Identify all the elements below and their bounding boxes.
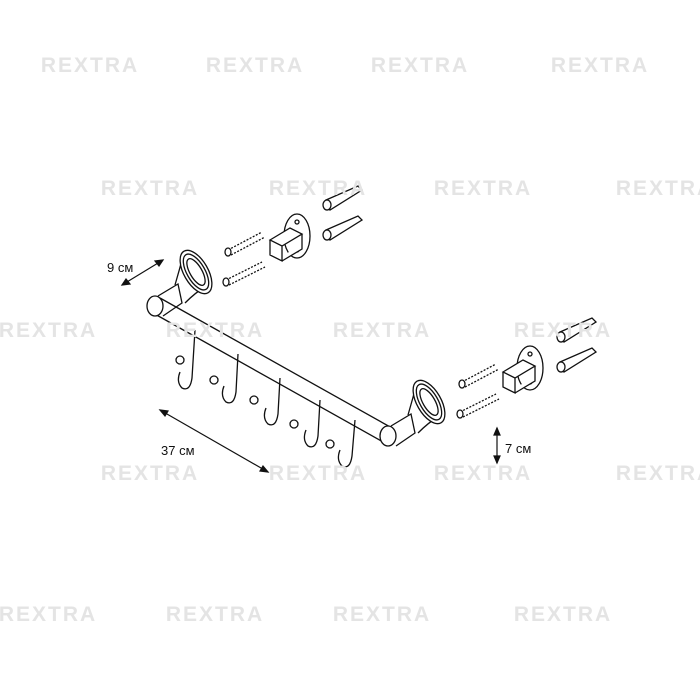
right-bracket <box>379 379 446 447</box>
length-label: 37 см <box>161 443 195 458</box>
depth-arrow <box>120 259 165 286</box>
left-mount-plate <box>268 213 311 263</box>
right-mount-plate <box>501 345 544 395</box>
hooks <box>175 329 356 468</box>
height-arrow <box>493 426 501 465</box>
rail-rod <box>152 297 393 444</box>
depth-label: 9 см <box>107 260 134 275</box>
left-screws <box>222 231 266 287</box>
right-anchors <box>556 317 598 373</box>
right-screws <box>456 363 500 419</box>
left-bracket <box>146 249 213 317</box>
length-arrow <box>158 409 270 473</box>
height-label: 7 см <box>505 441 532 456</box>
left-anchors <box>322 185 364 241</box>
